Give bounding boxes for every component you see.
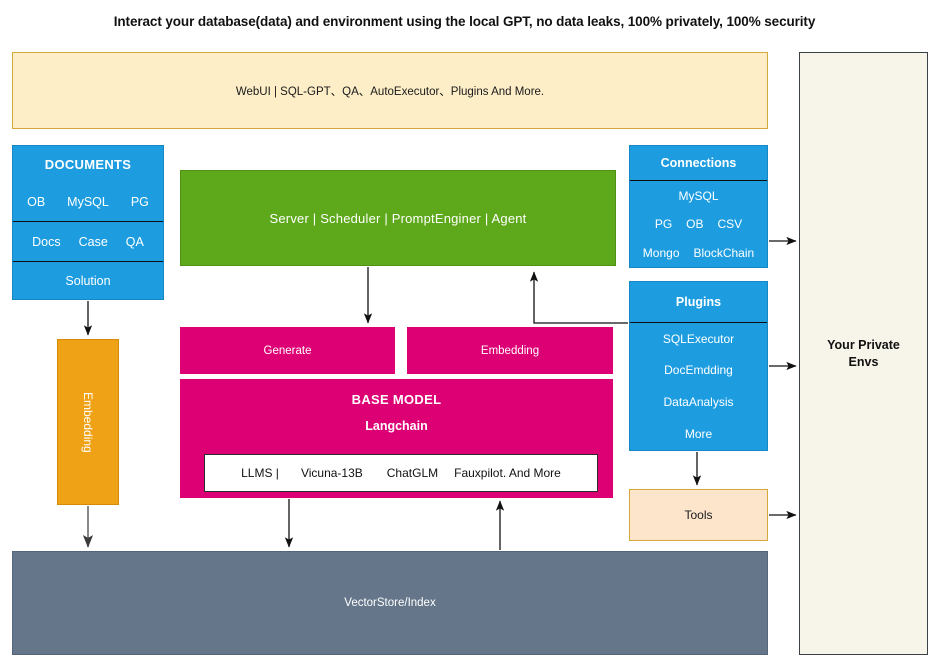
plugins-panel[interactable]: Plugins SQLExecutor DocEmdding DataAnaly… (629, 281, 768, 451)
llms-box[interactable]: LLMS | Vicuna-13B ChatGLM Fauxpilot. And… (204, 454, 598, 492)
vectorstore-label: VectorStore/Index (344, 597, 436, 609)
webui-banner[interactable]: WebUI | SQL-GPT、QA、AutoExecutor、Plugins … (12, 52, 768, 129)
connections-item-ob[interactable]: OB (686, 217, 704, 232)
plugins-item-dataanalysis[interactable]: DataAnalysis (663, 395, 734, 410)
llms-item-fauxpilot[interactable]: Fauxpilot. And More (454, 466, 561, 480)
documents-panel[interactable]: DOCUMENTS OB MySQL PG Docs Case QA Solut… (12, 145, 164, 300)
embedding-left-box[interactable]: Embedding (57, 339, 119, 505)
documents-item-qa[interactable]: QA (125, 234, 144, 249)
connections-item-pg[interactable]: PG (654, 217, 673, 232)
embedding-mid-box[interactable]: Embedding (407, 327, 613, 374)
connections-row-3: Mongo BlockChain (630, 238, 767, 267)
documents-item-pg[interactable]: PG (130, 194, 149, 209)
base-model-header: BASE MODEL (351, 392, 442, 407)
generate-box[interactable]: Generate (180, 327, 395, 374)
arrow-plugins-to-server (529, 271, 628, 324)
plugins-item-more[interactable]: More (684, 427, 713, 442)
documents-header: DOCUMENTS (44, 156, 132, 172)
tools-label: Tools (684, 508, 713, 522)
plugins-item-docemdding[interactable]: DocEmdding (664, 363, 733, 378)
connections-panel[interactable]: Connections MySQL PG OB CSV Mongo BlockC… (629, 145, 768, 268)
vectorstore-box[interactable]: VectorStore/Index (12, 551, 768, 655)
documents-item-solution[interactable]: Solution (65, 273, 111, 288)
plugins-header: Plugins (630, 282, 767, 323)
connections-item-csv[interactable]: CSV (717, 217, 743, 232)
llms-item-vicuna[interactable]: Vicuna-13B (300, 466, 363, 480)
plugins-item-sqlexecutor[interactable]: SQLExecutor (662, 331, 735, 346)
documents-item-docs[interactable]: Docs (32, 234, 61, 249)
documents-row-content: Docs Case QA (13, 222, 163, 262)
page-title: Interact your database(data) and environ… (113, 14, 816, 29)
documents-row-databases: OB MySQL PG (13, 182, 163, 222)
connections-header: Connections (630, 146, 767, 182)
connections-row-1: MySQL (630, 181, 767, 210)
llms-item-chatglm[interactable]: ChatGLM (386, 466, 439, 480)
webui-label: WebUI | SQL-GPT、QA、AutoExecutor、Plugins … (235, 85, 545, 98)
server-box[interactable]: Server | Scheduler | PromptEnginer | Age… (180, 170, 616, 266)
connections-row-2: PG OB CSV (630, 210, 767, 239)
connections-item-mongo[interactable]: Mongo (642, 245, 680, 260)
connections-item-blockchain[interactable]: BlockChain (693, 245, 755, 260)
documents-item-ob[interactable]: OB (27, 194, 46, 209)
tools-box[interactable]: Tools (629, 489, 768, 541)
connections-item-mysql[interactable]: MySQL (678, 188, 719, 203)
generate-label: Generate (263, 344, 312, 357)
documents-item-case[interactable]: Case (78, 234, 108, 249)
llms-prefix: LLMS | (241, 466, 279, 480)
private-envs-line2: Envs (848, 354, 879, 369)
private-envs-line1: Your Private (827, 337, 900, 352)
documents-item-mysql[interactable]: MySQL (67, 194, 109, 209)
embedding-left-label: Embedding (81, 391, 95, 453)
embedding-mid-label: Embedding (480, 344, 540, 357)
private-envs-box[interactable]: Your Private Envs (799, 52, 928, 655)
base-model-subheader: Langchain (365, 419, 428, 433)
server-label: Server | Scheduler | PromptEnginer | Age… (269, 210, 527, 226)
